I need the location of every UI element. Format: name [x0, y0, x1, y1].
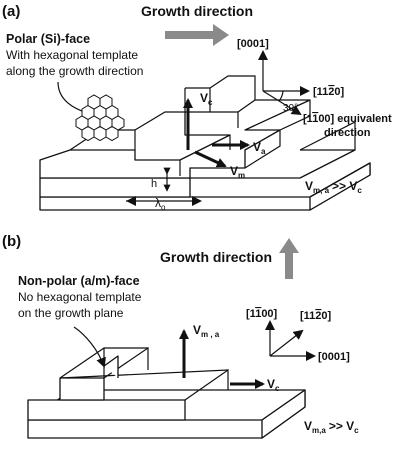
- panel-b-growth-direction: Growth direction: [160, 249, 272, 265]
- growth-arrow-right-icon: [165, 24, 229, 46]
- vc-label-b: Vc: [267, 377, 280, 393]
- vm-label: Vm: [230, 164, 245, 180]
- vc-label-a: Vc: [200, 91, 213, 107]
- angle-label: 30°: [283, 103, 298, 114]
- lambda-label: λo: [155, 196, 166, 212]
- panel-b-face-desc-2: on the growth plane: [18, 306, 124, 320]
- hexagon-template-icon: [75, 94, 125, 142]
- vm-arrow-icon: [194, 150, 227, 168]
- axis-b-11-20-label: [1120]: [300, 310, 332, 322]
- panel-b-label: (b): [2, 233, 21, 250]
- axes-a: [0001] [1120] 30° [1100] equivalent dire…: [237, 38, 392, 139]
- panel-a-label: (a): [2, 3, 20, 20]
- panel-a-face-desc-1: With hexagonal template: [6, 48, 138, 62]
- axis-b-0001-label: [0001]: [318, 351, 350, 363]
- panel-a-growth-direction: Growth direction: [141, 3, 253, 19]
- axis-1-100-icon: [262, 90, 302, 116]
- axis-1-100-label-2: direction: [324, 127, 371, 139]
- panel-a-face-desc-2: along the growth direction: [6, 64, 143, 78]
- vma-label: Vm , a: [193, 323, 220, 339]
- axis-b-1-100-label: [1100]: [246, 308, 278, 320]
- polar-step-structure: [39, 75, 371, 211]
- axis-0001-label: [0001]: [237, 38, 269, 50]
- panel-b: (b) Growth direction Non-polar (a/m)-fac…: [2, 233, 359, 439]
- axis-b-11-20-icon: [269, 329, 304, 357]
- pointer-arrow-b-icon: [73, 326, 106, 368]
- panel-b-face-desc-1: No hexagonal template: [18, 290, 142, 304]
- axis-1-100-label: [1100] equivalent: [303, 113, 392, 125]
- growth-arrow-up-icon: [279, 238, 299, 279]
- va-label: Va: [253, 140, 266, 156]
- panel-b-face-title: Non-polar (a/m)-face: [18, 274, 140, 288]
- nonpolar-step-structure: [27, 346, 306, 439]
- panel-a-face-title: Polar (Si)-face: [6, 32, 90, 46]
- relation-a: Vm, a>> Vc: [305, 179, 362, 195]
- axes-b: [1100] [1120] [0001]: [246, 308, 350, 363]
- panel-a: (a) Growth direction Polar (Si)-face Wit…: [2, 3, 392, 212]
- angle-arc-icon: [278, 90, 284, 102]
- h-label: h: [151, 178, 157, 190]
- axis-11-20-label: [1120]: [313, 86, 345, 98]
- relation-b: Vm,a>> Vc: [304, 419, 359, 435]
